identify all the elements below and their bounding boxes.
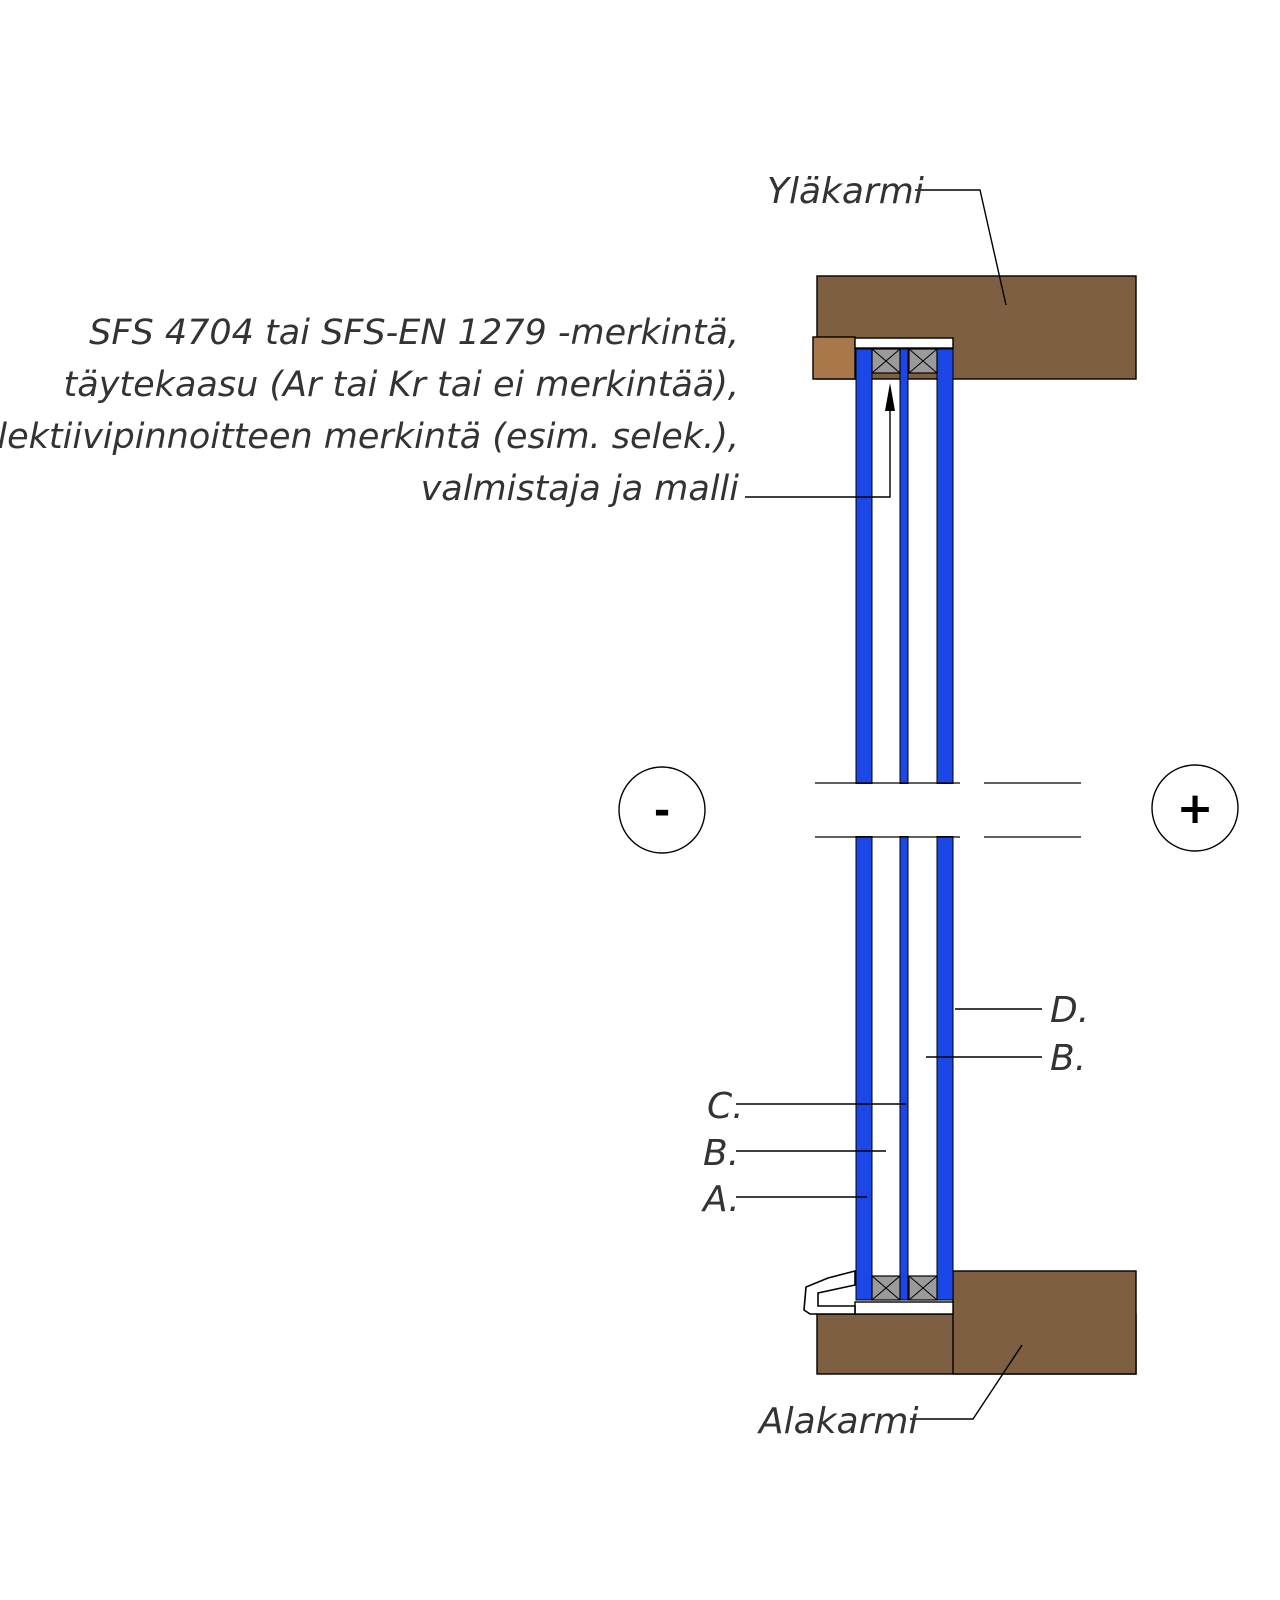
minus-sign: - [654, 788, 671, 834]
spacer-bottom-left [871, 1275, 901, 1301]
plus-sign: + [1177, 783, 1214, 834]
bottom-rebate [854, 1301, 954, 1315]
marking-line-1: SFS 4704 tai SFS-EN 1279 -merkintä, [89, 313, 739, 353]
spacer-top-left [871, 348, 901, 374]
top-glazing-stop [812, 336, 856, 380]
top-rebate [854, 337, 954, 349]
exterior-side-marker: + [1151, 764, 1239, 852]
marking-arrow-head [885, 383, 895, 411]
layer-b-left-label: B. [703, 1133, 739, 1174]
marking-line-4: valmistaja ja malli [421, 469, 740, 509]
spacer-bottom-right [908, 1275, 938, 1301]
glass-panes [855, 348, 954, 1301]
pane-c-segment-1 [899, 348, 909, 785]
interior-side-marker: - [618, 766, 706, 854]
layer-c-label: C. [707, 1086, 744, 1127]
bottom-frame-right [952, 1270, 1137, 1375]
pane-a-segment-1 [855, 348, 873, 785]
break-gap [850, 784, 960, 836]
glazing-bead [803, 1269, 856, 1315]
layer-a-label: A. [701, 1179, 740, 1220]
spacer-top-right [908, 348, 938, 374]
pane-c-segment-2 [899, 835, 909, 1301]
top-frame-label: Yläkarmi [767, 171, 924, 212]
leader-top-frame [915, 189, 1007, 306]
break-lines [815, 782, 1081, 838]
pane-d-segment-1 [936, 348, 954, 785]
bottom-frame-label: Alakarmi [757, 1401, 918, 1442]
leader-lines [736, 189, 1042, 1420]
pane-d-segment-2 [936, 835, 954, 1301]
leader-marking [745, 395, 891, 498]
marking-line-3: selektiivipinnoitteen merkintä (esim. se… [0, 417, 739, 457]
layer-b-right-label: B. [1050, 1038, 1086, 1079]
layer-d-label: D. [1050, 990, 1089, 1031]
leader-bottom-frame [910, 1344, 1023, 1420]
marking-line-2: täytekaasu (Ar tai Kr tai ei merkintää), [64, 365, 739, 405]
spacers [871, 348, 938, 1301]
pane-a-segment-2 [855, 835, 873, 1301]
